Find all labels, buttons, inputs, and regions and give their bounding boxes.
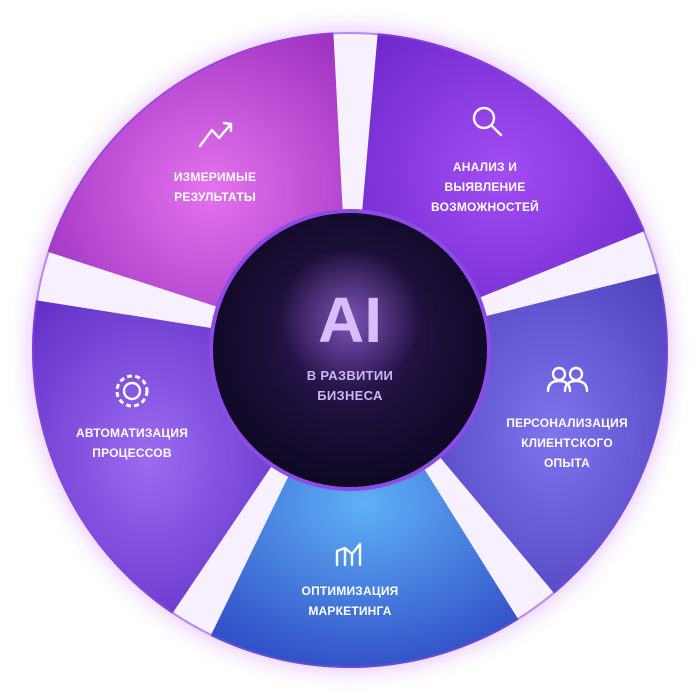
bar-chart-icon [335, 542, 362, 567]
segment-label-marketing: ОПТИМИЗАЦИЯ МАРКЕТИНГА [302, 584, 399, 618]
users-icon [546, 366, 589, 393]
segment-label-results: ИЗМЕРИМЫЕ РЕЗУЛЬТАТЫ [174, 170, 256, 204]
center-glow [280, 248, 420, 388]
trend-up-icon [198, 121, 233, 148]
segment-label-analysis: АНАЛИЗ И ВЫЯВЛЕНИЕ ВОЗМОЖНОСТЕЙ [431, 160, 539, 214]
segment-automation-line-2: ПРОЦЕССОВ [92, 446, 172, 460]
segment-label-automation: АВТОМАТИЗАЦИЯ ПРОЦЕССОВ [76, 426, 188, 460]
segment-personalization-line-2: КЛИЕНТСКОГО [521, 436, 613, 450]
segment-label-personalization: ПЕРСОНАЛИЗАЦИЯ КЛИЕНТСКОГО ОПЫТА [506, 416, 628, 470]
gear-icon [115, 374, 149, 408]
search-icon [472, 106, 503, 137]
wheel-rim [32, 32, 668, 668]
segment-analysis-line-2: ВЫЯВЛЕНИЕ [445, 180, 526, 194]
segment-marketing [210, 434, 519, 668]
center-subtitle-line-2: БИЗНЕСА [317, 388, 383, 403]
segment-marketing-line-1: ОПТИМИЗАЦИЯ [302, 584, 399, 598]
segment-personalization-line-1: ПЕРСОНАЛИЗАЦИЯ [506, 416, 628, 430]
center-subtitle-line-1: В РАЗВИТИИ [307, 368, 393, 383]
segment-results-line-2: РЕЗУЛЬТАТЫ [174, 190, 256, 204]
segment-automation-line-1: АВТОМАТИЗАЦИЯ [76, 426, 188, 440]
segment-marketing-line-2: МАРКЕТИНГА [308, 604, 391, 618]
segment-personalization-line-3: ОПЫТА [544, 456, 590, 470]
segment-analysis-line-1: АНАЛИЗ И [453, 160, 517, 174]
segment-results-line-1: ИЗМЕРИМЫЕ [174, 170, 256, 184]
segment-analysis-line-3: ВОЗМОЖНОСТЕЙ [431, 199, 539, 214]
center-title: AI [318, 284, 382, 356]
